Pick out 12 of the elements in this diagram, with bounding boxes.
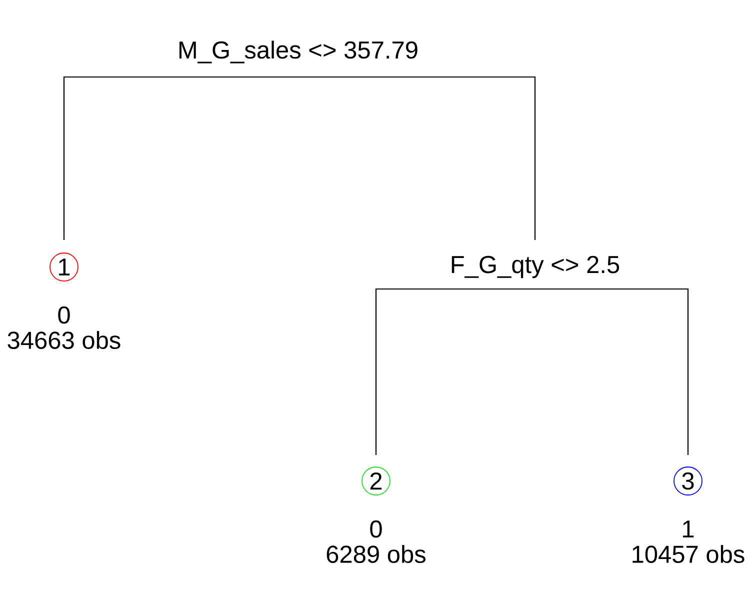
class-label: 0 xyxy=(58,306,70,324)
branch-line xyxy=(535,288,689,455)
class-label: 0 xyxy=(370,520,382,538)
split-label: F_G_qty <> 2.5 xyxy=(452,256,620,278)
observation-count: 10457 obs xyxy=(632,545,744,563)
branch-line xyxy=(298,76,536,240)
observation-count: 6289 obs xyxy=(326,545,426,563)
split-label: M_G_sales <> 357.79 xyxy=(179,40,418,64)
branch-line xyxy=(63,76,298,240)
class-label: 1 xyxy=(683,520,694,538)
observation-count: 34663 obs xyxy=(8,331,120,349)
branch-line xyxy=(375,288,535,455)
